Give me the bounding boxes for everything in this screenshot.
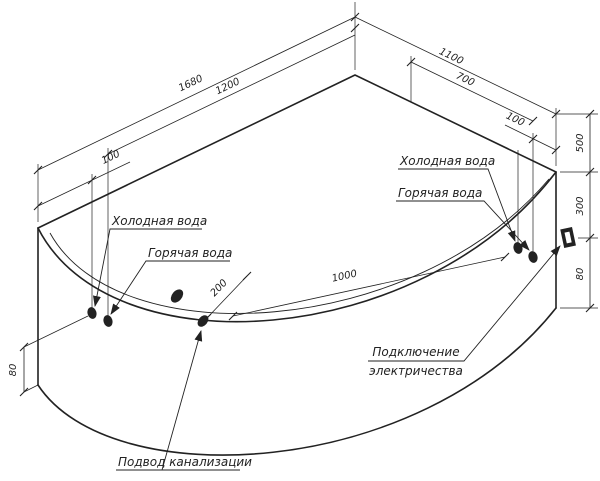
hot-water-point-left-icon [103,315,113,327]
electric-box-icon [560,226,576,249]
dim-drain-offset: 200 [209,278,230,299]
hot-water-left-label: Горячая вода [148,246,232,260]
dim-width-total: 1100 [437,46,465,67]
dim-height-electric: 300 [575,196,586,215]
overflow-point-icon [170,289,184,303]
rim-back-edges [37,74,557,229]
leader-lines [92,168,561,471]
hot-water-right-label: Горячая вода [398,186,482,200]
dim-height-left: 80 [8,364,19,377]
sewer-label: Подвод канализации [118,455,252,469]
hot-water-left-leader [110,260,230,315]
cold-water-right-leader [398,168,516,242]
bathtub-outline [37,74,557,456]
electricity-label-line2: электричества [369,364,463,378]
cold-water-left-label: Холодная вода [111,214,207,228]
cold-water-right-label: Холодная вода [399,154,495,168]
rim-inner-curve [49,178,550,314]
rim-front-curve [37,171,557,323]
cold-water-left-leader [92,228,202,307]
cold-water-point-left-icon [87,307,97,319]
dim-offset-left: 100 [100,149,122,167]
dim-width-inner: 700 [454,71,476,89]
electricity-leader [368,245,561,362]
electricity-label-line1: Подключение [372,345,459,359]
dimension-ticks [19,12,595,397]
extension-lines [23,2,598,393]
dim-span-inner: 1000 [331,268,358,284]
hot-water-right-leader [396,200,530,251]
apron-bottom-curve [37,307,557,456]
dim-height-right-top: 500 [575,133,586,152]
dim-height-right-bottom: 80 [575,268,586,281]
sewer-leader [116,331,240,471]
dim-length-inner: 1200 [214,76,242,97]
hot-water-point-right-icon [528,251,538,263]
dimension-lines [23,16,591,392]
